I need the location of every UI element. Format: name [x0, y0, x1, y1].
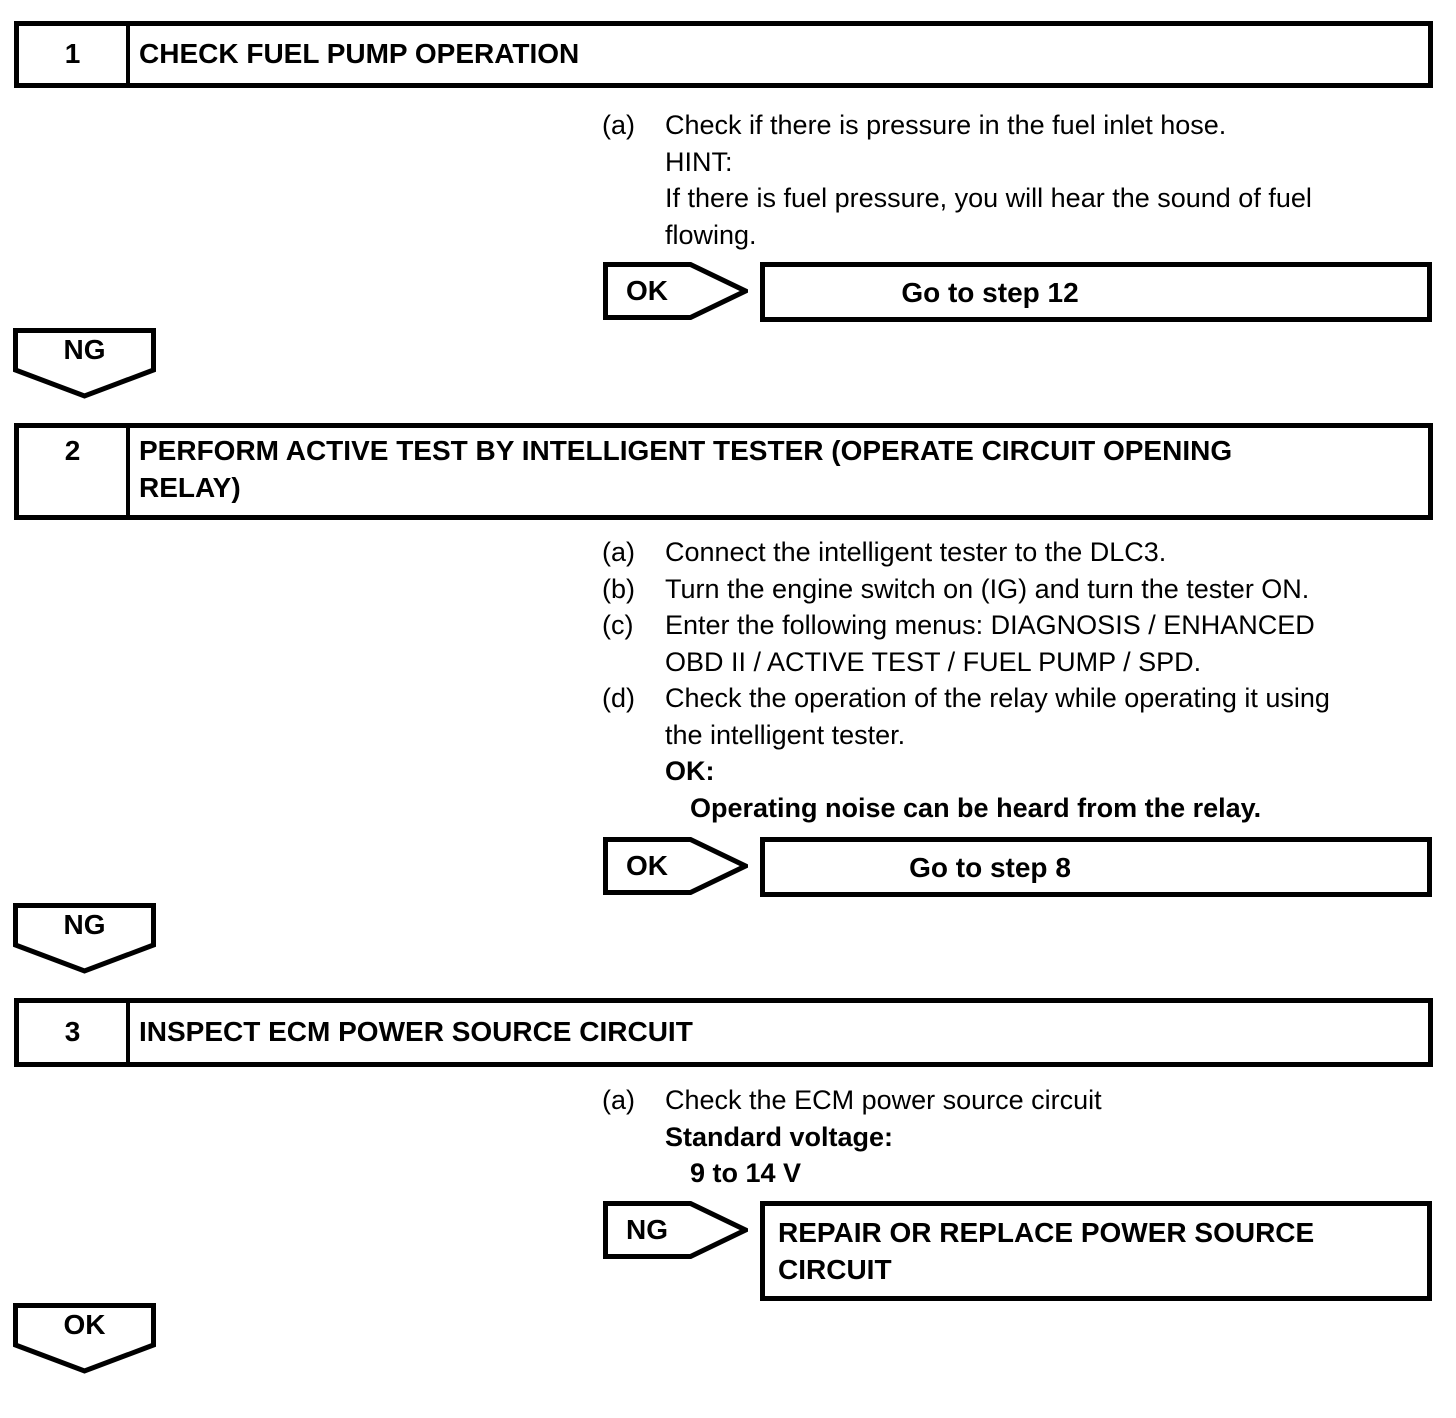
down-arrow-pentagon-icon — [13, 903, 156, 974]
step-title: PERFORM ACTIVE TEST BY INTELLIGENT TESTE… — [130, 428, 1428, 515]
step-title: CHECK FUEL PUMP OPERATION — [130, 26, 1428, 83]
instruction-label: (c) — [602, 610, 634, 640]
instruction-line: Operating noise can be heard from the re… — [602, 790, 1454, 827]
result-box: REPAIR OR REPLACE POWER SOURCE CIRCUIT — [760, 1201, 1432, 1301]
verdict-label: OK — [626, 850, 668, 881]
instruction-line: If there is fuel pressure, you will hear… — [602, 180, 1454, 217]
instruction-line: the intelligent tester. — [602, 717, 1454, 754]
instruction-label: (a) — [602, 537, 635, 567]
step-1-header: 1 CHECK FUEL PUMP OPERATION — [14, 21, 1433, 88]
instruction-text: Check if there is pressure in the fuel i… — [665, 110, 1227, 140]
step-number: 1 — [19, 26, 130, 83]
instruction-line: (d) Check the operation of the relay whil… — [602, 680, 1454, 717]
ng-decision-arrow: NG — [603, 1201, 748, 1259]
instruction-text: Standard voltage: — [665, 1121, 894, 1152]
step-number: 2 — [19, 428, 130, 515]
right-arrow-pentagon-icon — [603, 837, 748, 895]
ng-down-connector: NG — [13, 328, 156, 399]
instruction-line: Standard voltage: — [602, 1119, 1454, 1156]
instruction-line: OK: — [602, 753, 1454, 790]
instruction-text: 9 to 14 V — [690, 1158, 802, 1188]
result-text: REPAIR OR REPLACE POWER SOURCE CIRCUIT — [778, 1217, 1315, 1285]
step-title-text: INSPECT ECM POWER SOURCE CIRCUIT — [139, 1016, 693, 1048]
instruction-label: (a) — [602, 1085, 635, 1115]
instruction-text: flowing. — [665, 219, 757, 250]
connector-label: NG — [63, 909, 106, 940]
step-number: 3 — [19, 1003, 130, 1062]
instruction-text: Check the ECM power source circuit — [665, 1085, 1102, 1115]
ng-down-connector: NG — [13, 903, 156, 974]
instruction-label: (b) — [602, 573, 635, 604]
right-arrow-pentagon-icon — [603, 1201, 748, 1259]
down-arrow-pentagon-icon — [13, 1303, 156, 1374]
instruction-label: (a) — [602, 110, 635, 140]
instruction-text: HINT: — [665, 146, 733, 177]
instruction-line: HINT: — [602, 144, 1454, 181]
ok-decision-arrow: OK — [603, 262, 748, 320]
result-box: Go to step 12 — [760, 262, 1432, 322]
instruction-line: (b) Turn the engine switch on (IG) and tu… — [602, 571, 1454, 608]
ok-decision-arrow: OK — [603, 837, 748, 895]
instruction-line: OBD II / ACTIVE TEST / FUEL PUMP / SPD. — [602, 644, 1454, 681]
instruction-line: (a) Check the ECM power source circuit — [602, 1082, 1454, 1119]
instruction-text: Connect the intelligent tester to the DL… — [665, 537, 1167, 567]
down-arrow-pentagon-icon — [13, 328, 156, 399]
step-title: INSPECT ECM POWER SOURCE CIRCUIT — [130, 1003, 1428, 1062]
instruction-line: flowing. — [602, 217, 1454, 254]
instruction-text: OBD II / ACTIVE TEST / FUEL PUMP / SPD. — [665, 646, 1202, 677]
instruction-text: OK: — [665, 756, 715, 786]
result-text: Go to step 8 — [909, 851, 1071, 883]
step-3-header: 3 INSPECT ECM POWER SOURCE CIRCUIT — [14, 998, 1433, 1067]
step-title-text: PERFORM ACTIVE TEST BY INTELLIGENT TESTE… — [139, 435, 1233, 503]
result-box: Go to step 8 — [760, 837, 1432, 897]
instruction-line: (c) Enter the following menus: DIAGNOSIS … — [602, 607, 1454, 644]
verdict-label: NG — [626, 1214, 668, 1245]
connector-label: NG — [63, 334, 106, 365]
instruction-text: Operating noise can be heard from the re… — [690, 792, 1262, 823]
verdict-label: OK — [626, 275, 668, 306]
instruction-line: 9 to 14 V — [602, 1155, 1454, 1192]
instruction-text: Check the operation of the relay while o… — [665, 683, 1330, 713]
instruction-text: Turn the engine switch on (IG) and turn … — [665, 573, 1310, 604]
result-text: Go to step 12 — [901, 276, 1079, 308]
instruction-line: (a) Check if there is pressure in the fue… — [602, 107, 1454, 144]
instruction-line: (a) Connect the intelligent tester to the… — [602, 534, 1454, 571]
step-1-instructions: (a) Check if there is pressure in the fue… — [602, 107, 1454, 253]
instruction-text: Enter the following menus: DIAGNOSIS / E… — [665, 610, 1315, 640]
step-2-instructions: (a) Connect the intelligent tester to the… — [602, 534, 1454, 826]
step-3-instructions: (a) Check the ECM power source circuit St… — [602, 1082, 1454, 1192]
instruction-text: If there is fuel pressure, you will hear… — [665, 183, 1312, 213]
right-arrow-pentagon-icon — [603, 262, 748, 320]
instruction-label: (d) — [602, 683, 635, 713]
step-2-header: 2 PERFORM ACTIVE TEST BY INTELLIGENT TES… — [14, 423, 1433, 520]
instruction-text: the intelligent tester. — [665, 719, 906, 750]
step-title-text: CHECK FUEL PUMP OPERATION — [139, 38, 580, 70]
ok-down-connector: OK — [13, 1303, 156, 1374]
connector-label: OK — [63, 1309, 106, 1340]
